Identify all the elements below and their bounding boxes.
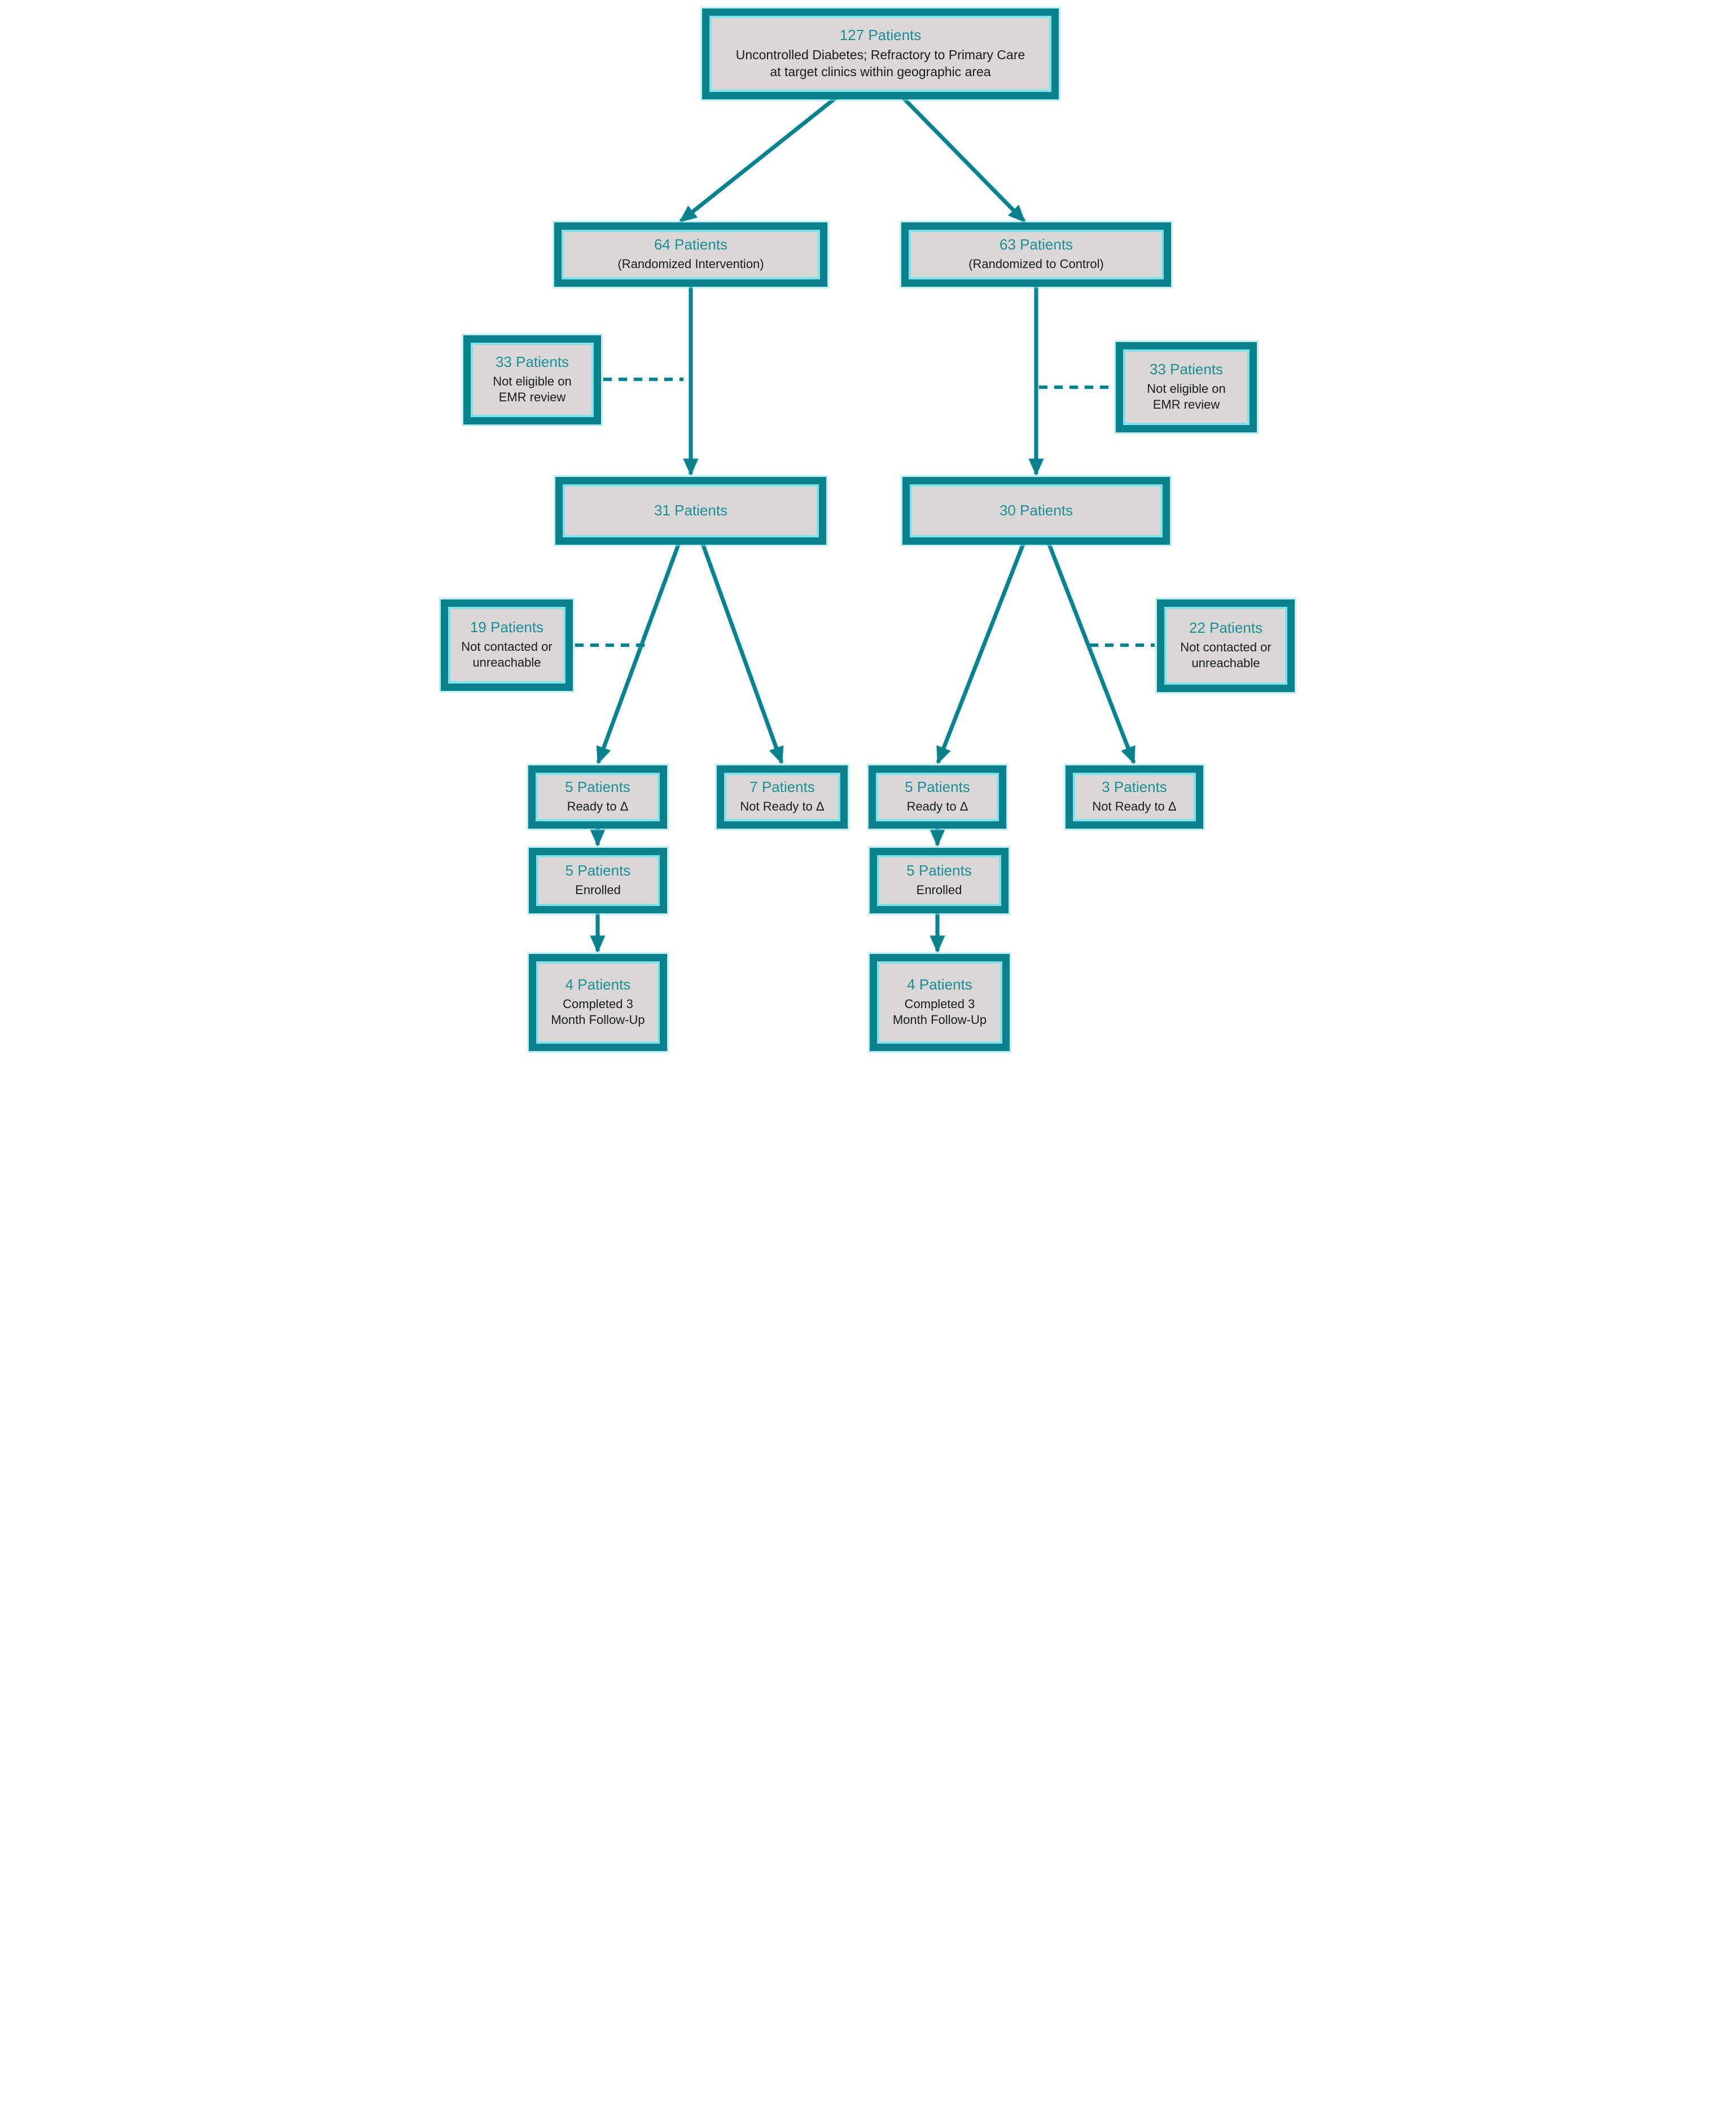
node-count: 30 Patients — [999, 502, 1073, 519]
node-completed-control: 4 Patients Completed 3 Month Follow-Up — [870, 954, 1010, 1051]
node-desc: Not contacted or unreachable — [1180, 640, 1272, 671]
node-ready-intervention: 5 Patients Ready to Δ — [528, 765, 667, 829]
node-count: 4 Patients — [565, 975, 631, 993]
node-not-eligible-intervention: 33 Patients Not eligible on EMR review — [463, 335, 601, 424]
node-count: 19 Patients — [470, 618, 544, 636]
node-not-contacted-control: 22 Patients Not contacted or unreachable — [1157, 599, 1295, 692]
node-count: 64 Patients — [654, 236, 728, 253]
node-count: 31 Patients — [654, 502, 728, 519]
node-count: 5 Patients — [565, 862, 631, 879]
node-randomized-control: 63 Patients (Randomized to Control) — [901, 222, 1171, 287]
arrow-eligible-to-ready-control — [936, 510, 1038, 764]
node-eligible-control: 30 Patients — [902, 477, 1170, 545]
node-count: 5 Patients — [565, 778, 630, 796]
node-count: 127 Patients — [839, 27, 922, 44]
node-desc: (Randomized Intervention) — [617, 257, 764, 272]
node-not-ready-control: 3 Patients Not Ready to Δ — [1066, 765, 1203, 829]
node-desc: Not contacted or unreachable — [461, 639, 553, 670]
node-total-patients: 127 Patients Uncontrolled Diabetes; Refr… — [702, 8, 1059, 99]
node-not-contacted-intervention: 19 Patients Not contacted or unreachable — [441, 599, 573, 691]
node-randomized-intervention: 64 Patients (Randomized Intervention) — [554, 222, 827, 287]
node-enrolled-intervention: 5 Patients Enrolled — [529, 848, 667, 913]
node-desc: Not Ready to Δ — [1092, 799, 1177, 814]
node-count: 5 Patients — [905, 778, 970, 796]
node-count: 63 Patients — [999, 236, 1073, 253]
node-completed-intervention: 4 Patients Completed 3 Month Follow-Up — [529, 954, 667, 1051]
node-desc: Ready to Δ — [567, 799, 629, 814]
node-desc: Completed 3 Month Follow-Up — [551, 996, 645, 1027]
node-count: 33 Patients — [495, 353, 569, 370]
node-count: 4 Patients — [907, 975, 972, 993]
node-count: 3 Patients — [1102, 778, 1167, 796]
arrow-eligible-to-notready-intervention — [689, 510, 784, 764]
node-not-ready-intervention: 7 Patients Not Ready to Δ — [717, 765, 848, 829]
patient-flow-diagram: 127 Patients Uncontrolled Diabetes; Refr… — [434, 0, 1302, 1055]
arrow-eligible-to-notready-control — [1034, 510, 1136, 764]
node-desc: Enrolled — [916, 883, 962, 898]
node-desc: Not eligible on EMR review — [493, 374, 572, 405]
node-eligible-intervention: 31 Patients — [555, 477, 826, 545]
node-desc: Ready to Δ — [906, 799, 968, 814]
node-desc: Not Ready to Δ — [740, 799, 825, 814]
node-ready-control: 5 Patients Ready to Δ — [869, 765, 1006, 829]
node-count: 33 Patients — [1149, 360, 1224, 378]
node-count: 5 Patients — [906, 862, 972, 879]
node-desc: Not eligible on EMR review — [1147, 381, 1226, 412]
node-enrolled-control: 5 Patients Enrolled — [870, 848, 1009, 913]
node-count: 22 Patients — [1189, 619, 1263, 636]
node-desc: Uncontrolled Diabetes; Refractory to Pri… — [735, 47, 1025, 79]
node-not-eligible-control: 33 Patients Not eligible on EMR review — [1116, 342, 1257, 432]
node-count: 7 Patients — [749, 778, 815, 796]
node-desc: Enrolled — [575, 883, 621, 898]
node-desc: (Randomized to Control) — [968, 257, 1104, 272]
node-desc: Completed 3 Month Follow-Up — [892, 996, 987, 1027]
arrow-eligible-to-ready-intervention — [596, 510, 693, 764]
